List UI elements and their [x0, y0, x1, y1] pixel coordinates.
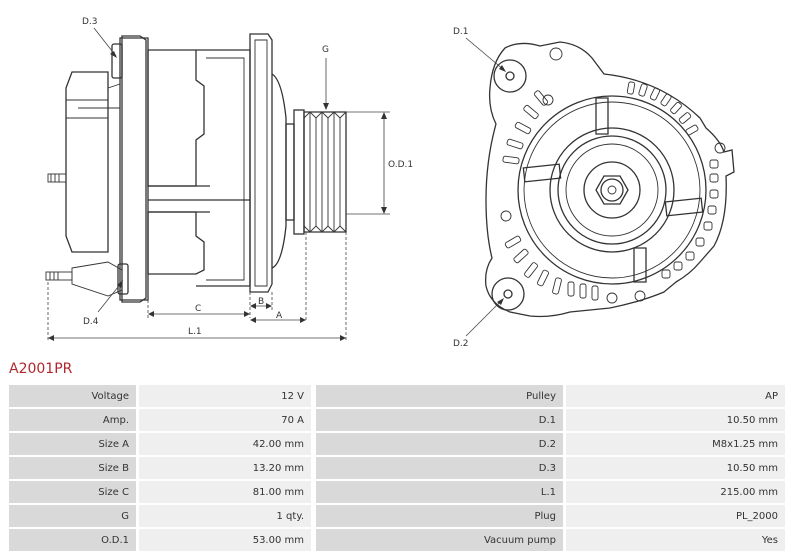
l1-label: L.1	[188, 327, 202, 337]
spec-label-2: Pulley	[316, 385, 563, 407]
spec-gap	[563, 505, 566, 527]
g-label: G	[322, 45, 329, 55]
spec-value-2: AP	[566, 385, 785, 407]
d4-callout: D.4	[83, 280, 123, 327]
d3-label: D.3	[82, 17, 98, 27]
d1-callout: D.1	[453, 27, 506, 72]
spec-gap	[563, 433, 566, 455]
spec-gap	[136, 529, 139, 551]
od1-label: O.D.1	[388, 160, 413, 170]
spec-gap	[136, 409, 139, 431]
spec-separator	[311, 409, 316, 431]
spec-value: 12 V	[139, 385, 311, 407]
product-code: A2001PR	[9, 361, 73, 377]
spec-value-2: Yes	[566, 529, 785, 551]
spec-label: Size C	[9, 481, 136, 503]
spec-value: 70 A	[139, 409, 311, 431]
spec-label: Voltage	[9, 385, 136, 407]
od1-dimension: O.D.1	[346, 111, 413, 215]
spec-value-2: 215.00 mm	[566, 481, 785, 503]
spec-value-2: PL_2000	[566, 505, 785, 527]
spec-gap	[136, 385, 139, 407]
spec-separator	[311, 433, 316, 455]
side-view: O.D.1 G D.3 D.4 B	[45, 17, 413, 342]
spec-separator	[311, 505, 316, 527]
spec-label: Size B	[9, 457, 136, 479]
spec-label-2: D.3	[316, 457, 563, 479]
spec-gap	[563, 457, 566, 479]
a-dimension: A	[250, 311, 306, 323]
spec-separator	[311, 457, 316, 479]
front-view: D.1 D.2	[453, 27, 735, 349]
g-callout: G	[322, 45, 329, 110]
spec-value-2: 10.50 mm	[566, 409, 785, 431]
spec-gap	[563, 529, 566, 551]
spec-gap	[136, 481, 139, 503]
c-label: C	[195, 304, 201, 314]
spec-gap	[136, 457, 139, 479]
spec-gap	[563, 409, 566, 431]
spec-gap	[563, 385, 566, 407]
a-label: A	[276, 311, 283, 321]
d4-label: D.4	[83, 317, 99, 327]
b-dimension: B	[250, 297, 272, 309]
spec-label: Amp.	[9, 409, 136, 431]
spec-gap	[563, 481, 566, 503]
spec-separator	[311, 385, 316, 407]
spec-value: 81.00 mm	[139, 481, 311, 503]
spec-label-2: D.1	[316, 409, 563, 431]
spec-label-2: L.1	[316, 481, 563, 503]
b-label: B	[258, 297, 264, 307]
d2-label: D.2	[453, 339, 469, 349]
spec-separator	[311, 529, 316, 551]
spec-gap	[136, 505, 139, 527]
spec-value: 53.00 mm	[139, 529, 311, 551]
spec-value-2: M8x1.25 mm	[566, 433, 785, 455]
spec-value: 13.20 mm	[139, 457, 311, 479]
spec-label-2: Vacuum pump	[316, 529, 563, 551]
d2-callout: D.2	[453, 298, 504, 349]
l1-dimension: L.1	[48, 327, 346, 341]
d3-callout: D.3	[82, 17, 117, 58]
spec-value: 42.00 mm	[139, 433, 311, 455]
spec-separator	[311, 481, 316, 503]
d1-label: D.1	[453, 27, 469, 37]
spec-label-2: D.2	[316, 433, 563, 455]
spec-label: O.D.1	[9, 529, 136, 551]
spec-value: 1 qty.	[139, 505, 311, 527]
c-dimension: C	[148, 304, 250, 317]
spec-gap	[136, 433, 139, 455]
spec-value-2: 10.50 mm	[566, 457, 785, 479]
spec-label-2: Plug	[316, 505, 563, 527]
spec-label: Size A	[9, 433, 136, 455]
technical-drawing: O.D.1 G D.3 D.4 B	[45, 17, 735, 349]
spec-label: G	[9, 505, 136, 527]
